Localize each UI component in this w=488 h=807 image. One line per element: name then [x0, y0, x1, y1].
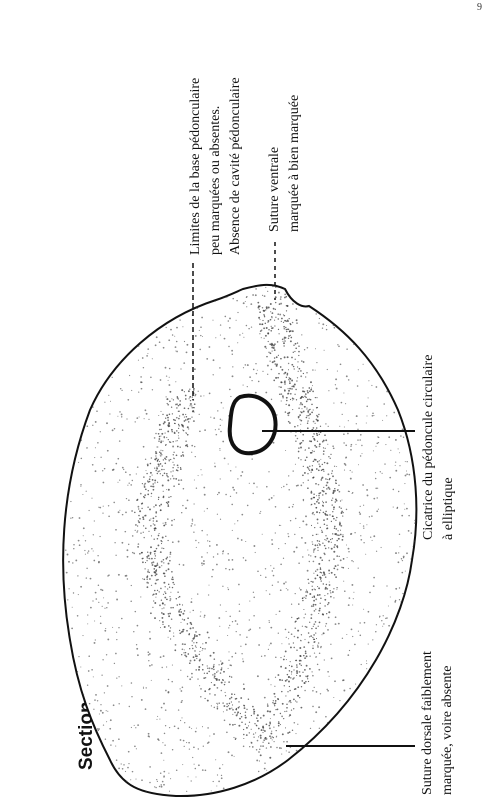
label-ventral-suture: Suture ventrale marquée à bien marquée [267, 95, 302, 232]
label-dorsal-suture: Suture dorsale faiblement marquée, voire… [420, 648, 455, 795]
seed-section [54, 280, 425, 800]
peduncle-scar [230, 396, 276, 454]
label-peduncle-scar: Cicatrice du pédoncule circulaire à elli… [421, 351, 456, 540]
label-peduncular-base: Limites de la base pédonculaire peu marq… [188, 74, 243, 255]
